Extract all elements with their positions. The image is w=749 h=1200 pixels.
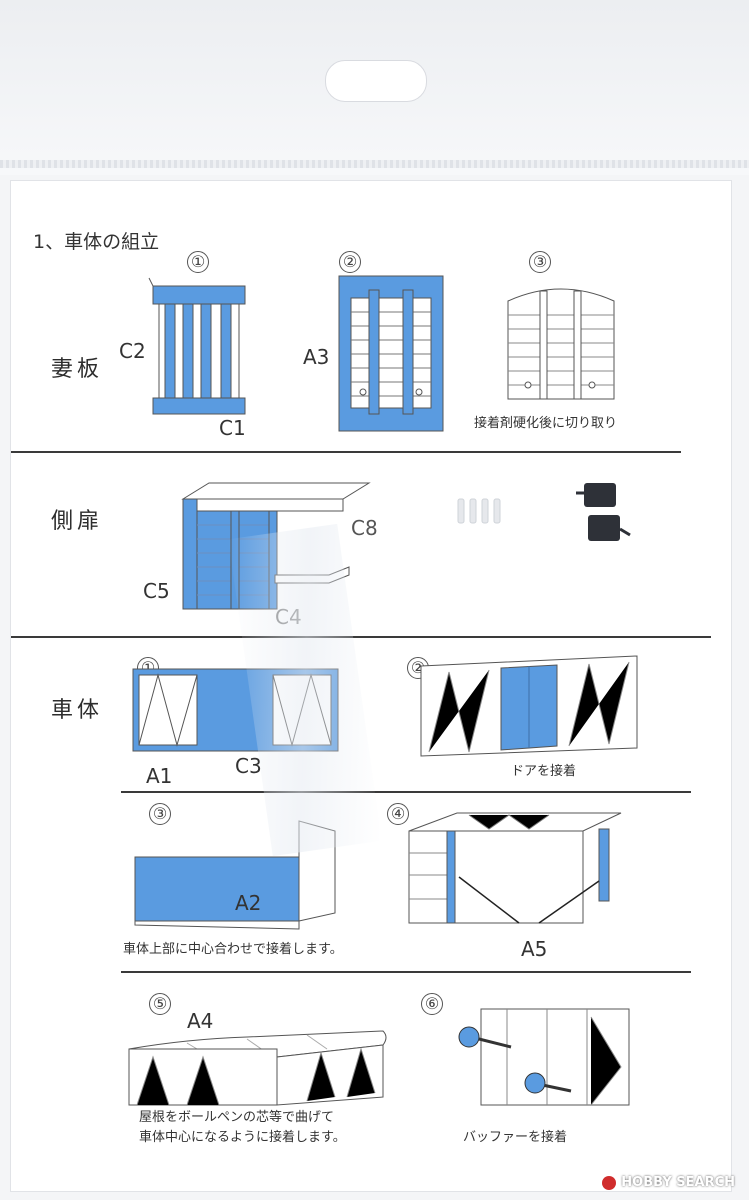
- note-glue-buffer: バッファーを接着: [463, 1130, 568, 1145]
- part-label-a2: A2: [235, 891, 262, 915]
- section-label-sokuhi: 側扉: [51, 509, 104, 534]
- part-label-c8: C8: [351, 516, 378, 540]
- end-frame-a3-illustration: [338, 275, 444, 432]
- part-label-c4: C4: [275, 605, 302, 629]
- buffer-illustration: [458, 1008, 630, 1106]
- note-roof-line1: 屋根をボールペンの芯等で曲げて: [139, 1110, 335, 1125]
- divider-3: [121, 791, 691, 793]
- divider-1: [11, 451, 681, 453]
- side-door-illustration: [181, 482, 371, 610]
- divider-4: [121, 971, 691, 973]
- step-1-marker: ①: [187, 251, 209, 273]
- body-box-a5-illustration: [408, 812, 622, 924]
- part-label-a3: A3: [303, 345, 330, 369]
- buffer-parts-image: [576, 483, 631, 541]
- end-frame-c-illustration: [148, 277, 246, 415]
- step-4-marker: ④: [387, 803, 409, 825]
- part-label-c3: C3: [235, 754, 262, 778]
- section-label-tsumaita: 妻板: [51, 357, 104, 382]
- part-label-a4: A4: [187, 1009, 214, 1033]
- step-6-marker: ⑥: [421, 993, 443, 1015]
- instruction-sheet: 1、車体の組立 妻板 ① ② ③ C2 C1 A3: [10, 180, 732, 1192]
- step-2-marker: ②: [339, 251, 361, 273]
- assembled-end-illustration: [507, 288, 615, 400]
- small-clear-parts-image: [457, 498, 501, 524]
- note-roof-line2: 車体中心になるように接着します。: [139, 1130, 346, 1145]
- part-label-c5: C5: [143, 579, 170, 603]
- part-label-a1: A1: [146, 764, 173, 788]
- page-heading: 1、車体の組立: [33, 231, 160, 253]
- section-label-shatai: 車体: [51, 698, 104, 723]
- watermark-logo-icon: [602, 1175, 617, 1190]
- divider-2: [11, 636, 711, 638]
- part-label-c1: C1: [219, 416, 246, 440]
- step-3-marker: ③: [529, 251, 551, 273]
- side-wall-with-door-illustration: [420, 655, 638, 757]
- bag-seal: [0, 160, 749, 168]
- hang-hole: [325, 60, 427, 102]
- side-wall-a1-illustration: [132, 668, 339, 752]
- watermark-text: HOBBY SEARCH: [621, 1175, 735, 1190]
- roof-a4-illustration: [128, 1030, 387, 1106]
- note-cut-after-cure: 接着剤硬化後に切り取り: [474, 416, 618, 431]
- part-label-a5: A5: [521, 937, 548, 961]
- step-3b-marker: ③: [149, 803, 171, 825]
- watermark: HOBBY SEARCH: [602, 1175, 735, 1190]
- part-label-c2: C2: [119, 339, 146, 363]
- step-5-marker: ⑤: [149, 993, 171, 1015]
- note-glue-door: ドアを接着: [511, 764, 577, 779]
- note-center-upper: 車体上部に中心合わせで接着します。: [123, 942, 343, 957]
